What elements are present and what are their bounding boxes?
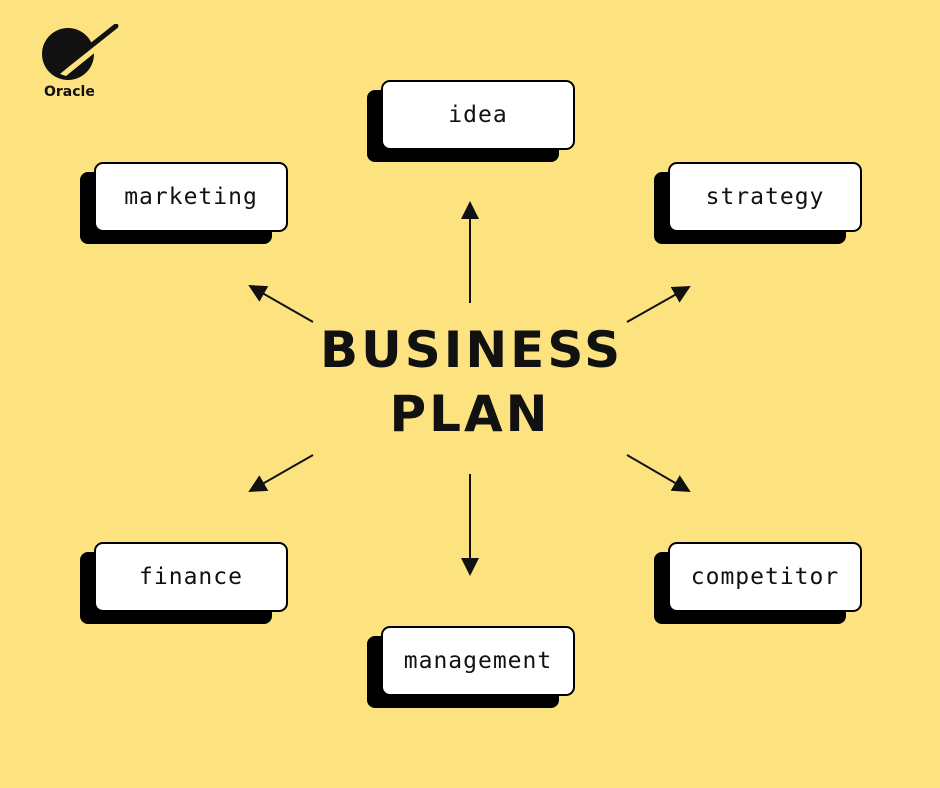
logo-mark-icon [42, 24, 119, 80]
arrow-to-finance [248, 454, 314, 492]
center-title: BUSINESS PLAN [320, 318, 620, 446]
node-finance-label: finance [94, 542, 288, 612]
node-finance: finance [80, 542, 288, 624]
title-line-1: BUSINESS [320, 321, 624, 379]
node-idea-label: idea [381, 80, 575, 150]
oracle-logo: Oracle [40, 24, 120, 102]
title-line-2: PLAN [389, 385, 551, 443]
node-management: management [367, 626, 575, 708]
node-competitor: competitor [654, 542, 862, 624]
node-strategy-label: strategy [668, 162, 862, 232]
node-competitor-label: competitor [668, 542, 862, 612]
arrow-to-strategy [626, 286, 691, 323]
arrow-to-competitor [626, 454, 691, 493]
brand-name: Oracle [44, 84, 95, 100]
node-marketing: marketing [80, 162, 288, 244]
node-management-label: management [381, 626, 575, 696]
node-idea: idea [367, 80, 575, 162]
node-strategy: strategy [654, 162, 862, 244]
node-marketing-label: marketing [94, 162, 288, 232]
arrow-to-marketing [248, 285, 314, 323]
